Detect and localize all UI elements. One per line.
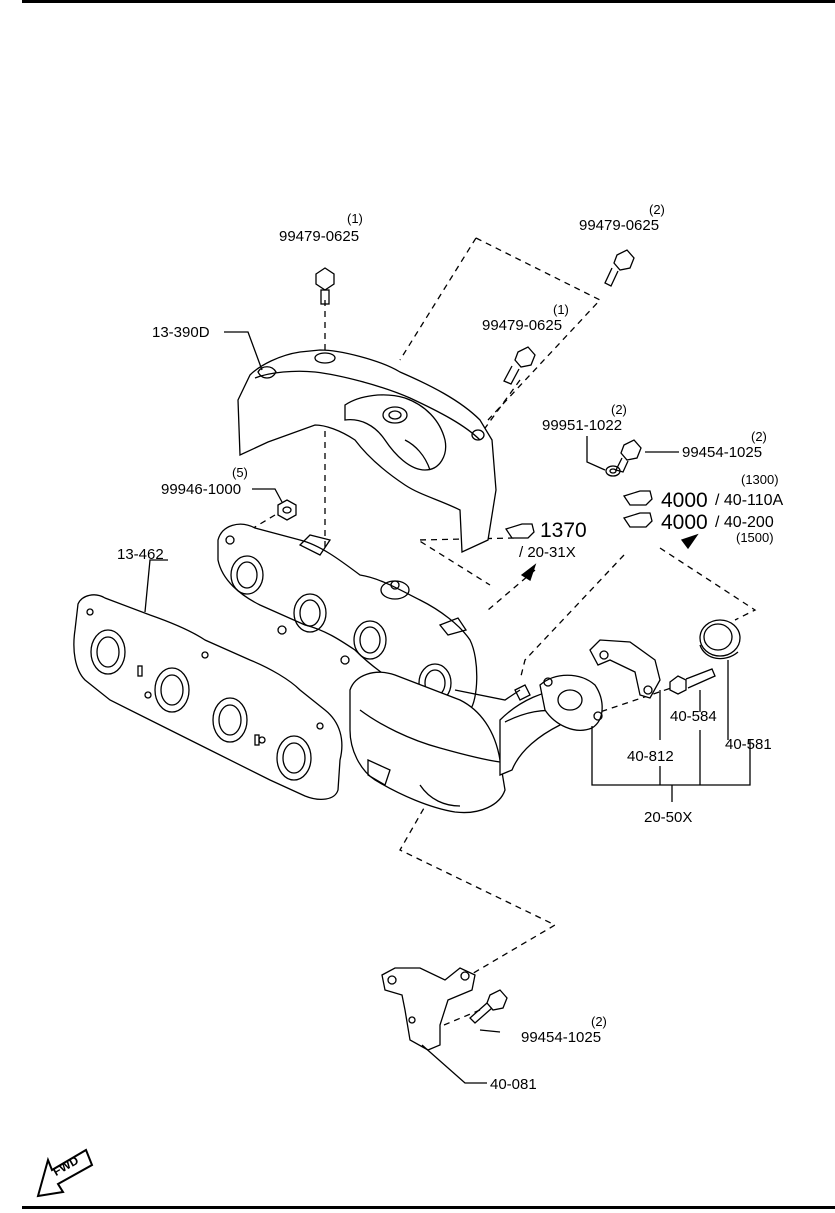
dashed-guide-lines [249,237,757,1031]
bolt-top-left-label: 99479-0625 [279,228,360,245]
bolt-mid-drawing [503,346,536,385]
ring-gasket-drawing [699,619,741,660]
leader-lines [144,331,751,1084]
ref3-number: 4000 [661,511,708,534]
bolt-top-left-qty: (1) [347,211,363,226]
ref2-number: 4000 [661,489,708,512]
bolt-top-right-label: 99479-0625 [579,217,660,234]
nut-drawing [277,499,297,521]
heat-shield-label: 13-390D [152,324,210,341]
ref3-qty: (1500) [736,530,774,545]
top-border-line [22,0,835,3]
bolt-mid-label: 99479-0625 [482,317,563,334]
bolt-bottom-label: 99454-1025 [521,1029,602,1046]
bracket-bottom-label: 40-081 [490,1076,537,1093]
bolt-top-right-qty: (2) [649,202,665,217]
nut-label: 99946-1000 [161,481,242,498]
bolt-right-drawing [615,439,642,473]
stud-bolt-label: 40-584 [670,708,717,725]
ref2-part: / 40-110A [715,492,784,509]
ref3-part: / 40-200 [715,514,774,531]
bottom-border-line [22,1206,835,1209]
bolt-right-label: 99454-1025 [682,444,763,461]
washer-qty: (2) [611,402,627,417]
bolt-right-qty: (2) [751,429,767,444]
bolt-top-right-drawing [604,249,635,287]
heat-shield-part [237,349,497,553]
bracket-small-label: 40-812 [627,748,674,765]
gasket-part [73,594,343,801]
catalytic-converter-part [349,671,603,814]
hand-pointer-icon [504,490,653,539]
washer-label: 99951-1022 [542,417,623,434]
bracket-bottom-part [381,967,508,1051]
fwd-arrow-icon [36,1148,94,1198]
ref1-number: 1370 [540,519,587,542]
bolt-top-left-drawing [315,267,335,305]
ref1-part: / 20-31X [519,544,576,561]
assembly-label: 20-50X [644,809,693,826]
bracket-small-part [589,639,661,699]
exhaust-manifold-part [217,523,478,713]
bolt-bottom-qty: (2) [591,1014,607,1029]
gasket-label: 13-462 [117,546,164,563]
ref2-qty: (1300) [741,472,779,487]
reference-arrows [520,533,699,581]
bolt-mid-qty: (1) [553,302,569,317]
stud-bolt-drawing [669,668,716,695]
ring-gasket-label: 40-581 [725,736,772,753]
nut-qty: (5) [232,465,248,480]
